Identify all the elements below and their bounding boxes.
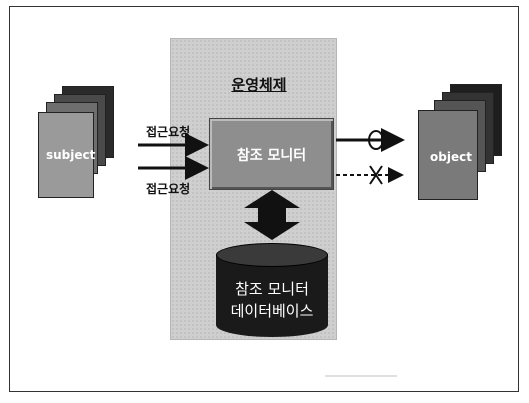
bottom-divider <box>325 375 397 377</box>
bidirectional-arrow-icon <box>244 190 300 240</box>
